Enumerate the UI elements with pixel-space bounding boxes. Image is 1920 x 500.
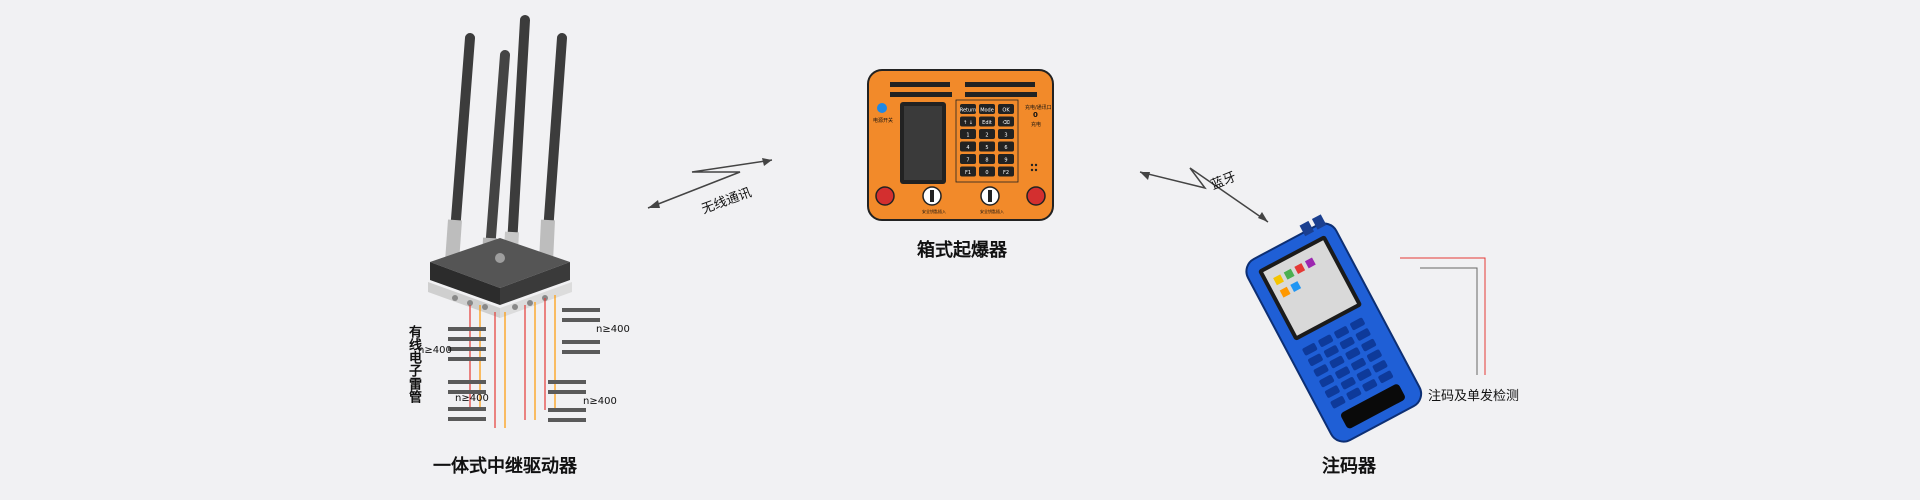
- blaster-key-label: 3: [1004, 133, 1007, 139]
- right-sub-label: 充电: [1031, 122, 1042, 128]
- relay-caption: 一体式中继驱动器: [433, 456, 577, 477]
- blaster-key-label: Mode: [980, 108, 994, 114]
- blaster-key: [998, 166, 1014, 177]
- callout-line: [1400, 257, 1486, 375]
- blaster-caption: 箱式起爆器: [917, 240, 1007, 261]
- detonator-vertical-label: 有线电子雷管: [406, 325, 421, 403]
- detonator-group: [448, 308, 600, 422]
- encoder-key: [1355, 328, 1371, 341]
- encoder-key: [1345, 347, 1361, 360]
- knob-label-right: 安全钥匙插入: [980, 209, 1004, 214]
- encoder-key: [1323, 345, 1339, 358]
- encoder-key: [1361, 338, 1377, 352]
- relay-driver: [428, 15, 600, 428]
- bluetooth-link-arrow: [1139, 167, 1269, 223]
- encoder-key: [1319, 374, 1335, 388]
- encoder-callout-label: 注码及单发检测: [1428, 389, 1520, 404]
- count-label-4: n≥400: [583, 396, 617, 407]
- encoder-key: [1318, 334, 1334, 347]
- encoder-key: [1302, 343, 1318, 356]
- encoder-key: [1372, 360, 1388, 373]
- encoder-key: [1308, 353, 1323, 366]
- status-icon: [877, 103, 887, 113]
- encoder-key: [1367, 349, 1382, 362]
- count-label-3: n≥400: [455, 393, 489, 404]
- blaster-key: [998, 104, 1014, 114]
- blaster-key: [979, 141, 995, 152]
- encoder-key: [1334, 326, 1349, 339]
- blaster-key-label: ↑ ↓: [963, 120, 973, 126]
- blaster-key-label: Return: [960, 108, 977, 114]
- blaster-key: [979, 104, 995, 114]
- encoder-key: [1330, 396, 1346, 409]
- blaster-key-label: 4: [966, 145, 969, 151]
- right-digit: 0: [1033, 111, 1038, 119]
- blaster-key-label: OK: [1002, 108, 1010, 114]
- right-port-label: 充电/通讯口: [1025, 105, 1052, 111]
- encoder-key: [1350, 317, 1365, 331]
- blaster-key-label: 5: [985, 145, 988, 151]
- blaster-key: [998, 129, 1014, 139]
- encoder-caption: 注码器: [1322, 456, 1376, 477]
- count-label-2: n≥400: [418, 345, 452, 356]
- encoder-key: [1335, 366, 1350, 379]
- blaster-key: [960, 141, 976, 152]
- blaster-key: [998, 116, 1014, 127]
- blaster-key: [979, 116, 995, 127]
- encoder-key: [1329, 355, 1345, 369]
- blaster-key: [979, 166, 995, 177]
- encoder-key: [1378, 370, 1394, 383]
- blaster-key-label: ⌫: [1002, 120, 1009, 126]
- blaster-key-label: Edit: [982, 120, 992, 126]
- blaster-key: [960, 104, 976, 114]
- blaster-key-label: 6: [1004, 145, 1007, 151]
- fire-button-right-icon: [1026, 186, 1046, 206]
- blaster-key-label: 0: [985, 170, 988, 176]
- blaster-key: [998, 154, 1014, 164]
- blaster-key-label: 7: [966, 158, 969, 164]
- blaster-key: [960, 166, 976, 177]
- blaster-key-label: 8: [985, 158, 988, 164]
- blaster-key-label: F1: [965, 170, 971, 176]
- blaster-key: [998, 141, 1014, 152]
- encoder-key: [1351, 358, 1366, 371]
- encoder-scan-window: [1341, 384, 1405, 429]
- count-label-1: n≥400: [596, 324, 630, 335]
- knob-label-left: 安全钥匙插入: [922, 209, 946, 214]
- blaster-key-label: 2: [985, 133, 988, 139]
- blaster-key: [960, 154, 976, 164]
- encoder-key: [1324, 385, 1340, 398]
- blaster-key: [960, 129, 976, 139]
- power-label: 电源开关: [873, 118, 894, 124]
- wireless-link-arrow: [647, 158, 773, 209]
- encoder-key: [1340, 377, 1356, 390]
- encoder-key: [1339, 336, 1355, 350]
- encoder-key: [1313, 364, 1329, 377]
- blaster-key: [960, 116, 976, 127]
- encoder-device: [1245, 214, 1486, 443]
- blaster-key-label: 9: [1004, 158, 1007, 164]
- blaster-key: [979, 154, 995, 164]
- encoder-key: [1356, 368, 1372, 381]
- blaster-key-label: F2: [1003, 170, 1009, 176]
- fire-button-left-icon: [875, 186, 895, 206]
- blaster-key: [979, 129, 995, 139]
- encoder-keypad: [1302, 317, 1394, 409]
- encoder-key: [1362, 379, 1378, 392]
- blaster-key-label: 1: [966, 133, 969, 139]
- encoder-key: [1346, 387, 1362, 400]
